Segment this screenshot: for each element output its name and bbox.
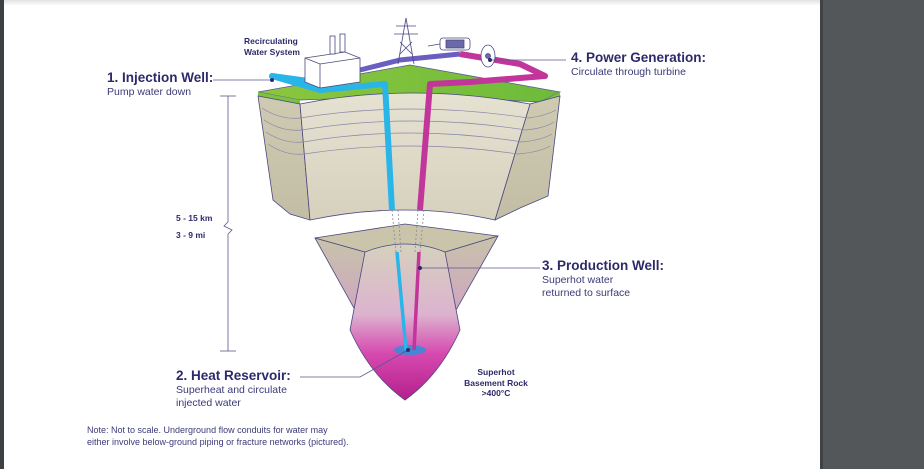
heat-reservoir-title: 2. Heat Reservoir: xyxy=(176,368,291,383)
upper-rock-right-face xyxy=(494,95,561,221)
basement-rock-label: Superhot Basement Rock >400°C xyxy=(456,367,536,399)
production-well-label: 3. Production Well: Superhot water retur… xyxy=(542,258,664,300)
upper-rock-left-face xyxy=(257,95,311,221)
page-top-shadow xyxy=(4,0,820,6)
pipe-gap-dashes xyxy=(391,209,425,253)
footnote-line1: Note: Not to scale. Underground flow con… xyxy=(87,425,328,435)
injection-well-label: 1. Injection Well: Pump water down xyxy=(107,70,213,99)
heat-reservoir-label: 2. Heat Reservoir: Superheat and circula… xyxy=(176,368,291,410)
injection-well-title: 1. Injection Well: xyxy=(107,70,214,85)
production-pipe xyxy=(417,51,548,211)
power-generation-label: 4. Power Generation: Circulate through t… xyxy=(571,50,706,79)
recirculating-line1: Recirculating xyxy=(244,36,298,46)
upper-rock-inner-face xyxy=(299,92,531,221)
recirculating-system-label: Recirculating Water System xyxy=(244,36,300,57)
turbine-generator-icon xyxy=(427,37,496,68)
footnote-line2: either involve below-ground piping or fr… xyxy=(87,437,349,447)
viewer-side-panel xyxy=(820,0,924,469)
transmission-tower-icon xyxy=(394,17,418,65)
injection-pipe-deep xyxy=(395,251,408,351)
basement-line1: Superhot xyxy=(477,367,515,377)
depth-scale-bar xyxy=(220,95,236,352)
injection-pipe xyxy=(269,73,395,211)
depth-label: 5 - 15 km 3 - 9 mi xyxy=(176,210,212,244)
left-window-edge xyxy=(0,0,4,469)
basement-line2: Basement Rock xyxy=(464,377,528,388)
depth-mi: 3 - 9 mi xyxy=(176,230,206,240)
rock-strata xyxy=(261,107,557,155)
return-pipe xyxy=(359,51,461,73)
recirculating-line2: Water System xyxy=(244,46,300,57)
heat-reservoir-desc2: injected water xyxy=(176,397,241,409)
production-well-desc2: returned to surface xyxy=(542,287,631,299)
power-generation-desc: Circulate through turbine xyxy=(571,66,686,78)
heat-reservoir-desc1: Superheat and circulate xyxy=(176,384,287,396)
injection-well-desc: Pump water down xyxy=(107,86,192,98)
depth-km: 5 - 15 km xyxy=(176,213,213,223)
basement-line3: >400°C xyxy=(481,388,511,398)
production-well-desc1: Superhot water xyxy=(542,274,614,286)
recirculating-water-system-building xyxy=(304,33,361,89)
leader-lines xyxy=(213,59,566,378)
leader-dots xyxy=(270,58,492,352)
power-generation-title: 4. Power Generation: xyxy=(571,50,707,65)
production-well-title: 3. Production Well: xyxy=(542,258,665,273)
footnote: Note: Not to scale. Underground flow con… xyxy=(87,424,349,448)
